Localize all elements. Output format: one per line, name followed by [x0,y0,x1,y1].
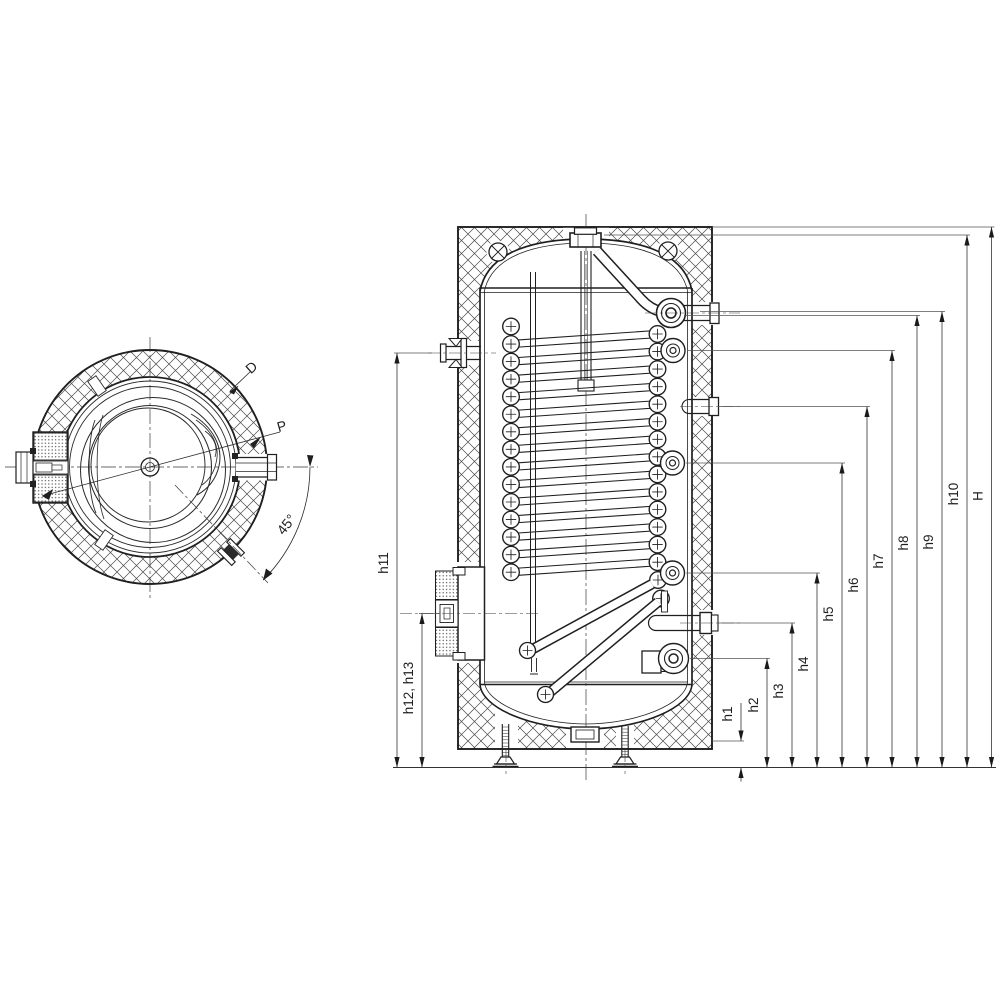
top-view-left-flange [15,431,69,504]
circulation-tube [530,272,536,644]
heating-coil [502,317,670,608]
coil-hook-arc [190,413,221,496]
coil-hook-arc-small [204,430,217,458]
dimension-label: h2 [746,697,761,712]
coil-inner-circle [90,407,206,523]
dimension-label: h4 [796,656,811,672]
d-leader-line [229,370,252,395]
dimension-h5: h5 [686,462,845,768]
ring-break-marker [94,529,114,551]
top-view-45deg-fitting [216,537,246,567]
dimension-label: h3 [771,683,786,698]
dimension-label: h6 [846,577,861,592]
coil-connection-pipe-lower [544,597,662,699]
dimension-H: H [712,226,995,768]
label-d: D [242,358,260,377]
dimension-h1: h1 [712,703,744,782]
top-view-p-connection [232,453,278,482]
drain-plug [570,726,600,743]
dimension-label: h9 [921,534,936,549]
dimension-label: h7 [871,553,886,568]
dimension-h2: h2 [690,658,770,768]
pipe-end-stub [530,658,538,675]
dimension-h11: h11 [376,352,432,768]
coil-outer-circle [80,397,226,543]
dimension-h6: h6 [718,406,870,768]
dimension-h3: h3 [718,622,795,768]
sensor-boss-bottom-right [641,642,690,675]
pipe-end-sections [518,641,555,704]
dimension-label: h5 [821,606,836,621]
coil-connection-pipe-upper [528,579,655,655]
dimension-h9: h9 [700,311,945,768]
angle-dimension [174,455,314,584]
tank-shell [479,238,693,730]
coupling-right-350 [660,337,686,364]
coil-hook-arc-inner [195,419,218,486]
front-view [400,214,740,780]
dimension-h4: h4 [686,572,820,768]
coupling-right-573 [659,560,686,586]
top-plug [569,227,602,248]
p-leader-line [41,431,281,500]
dimension-label: h12, h13 [401,662,416,715]
dimension-label: h1 [720,706,735,721]
dimension-label: h10 [946,483,961,506]
anchor-rosette-left [488,242,508,262]
top-view: D P 45° [5,337,318,601]
dimension-label: h11 [376,552,391,574]
adjustable-feet [492,724,638,768]
dimension-h8: h8 [684,315,920,768]
coupling-right-463 [659,450,686,476]
label-p: P [275,417,288,435]
dimension-h12-h13: h12, h13 [401,613,440,768]
dimension-label: h8 [896,535,911,550]
dimension-h7: h7 [687,350,895,768]
anchor-rosette-right [658,241,678,261]
dimension-label: H [971,491,986,501]
ring-break-marker [87,375,107,397]
dimension-h10: h10 [604,234,970,768]
